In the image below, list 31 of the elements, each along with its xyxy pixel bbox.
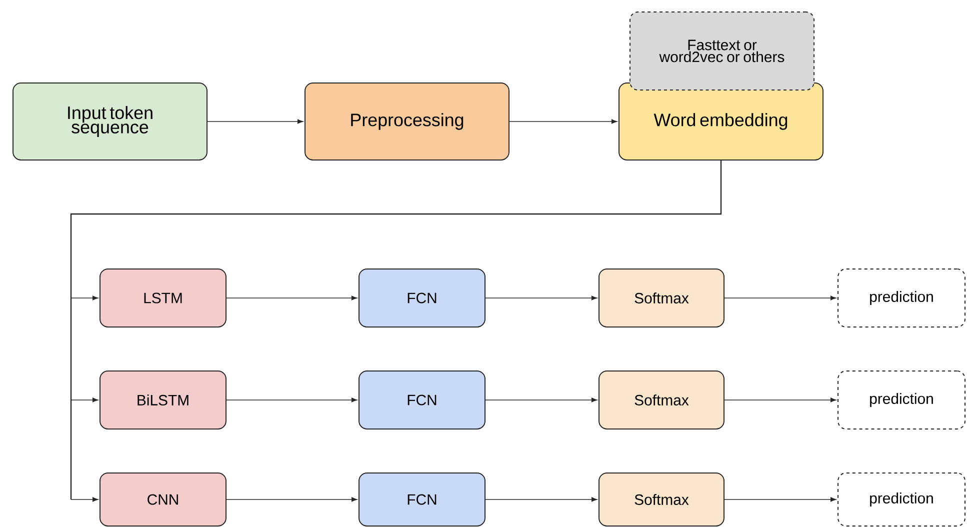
arrow <box>724 497 836 502</box>
process-box: Word embedding <box>618 82 824 160</box>
arrow <box>70 497 98 502</box>
output-box: prediction <box>838 370 966 430</box>
layer-box: Softmax <box>598 268 724 328</box>
arrow <box>509 119 618 124</box>
output-box: prediction <box>838 472 966 526</box>
arrow <box>226 497 358 502</box>
option-box: Fasttext or word2vec or others <box>630 12 814 90</box>
arrow <box>724 296 836 300</box>
layer-box: Softmax <box>598 472 724 526</box>
output-box: prediction <box>838 268 966 328</box>
arrow <box>226 296 358 300</box>
layer-box: Softmax <box>598 370 724 430</box>
model-box: CNN <box>100 472 226 526</box>
arrow <box>485 497 598 502</box>
process-box: Input token sequence <box>12 82 208 160</box>
layer-box: FCN <box>358 370 486 430</box>
arrow <box>485 398 598 402</box>
arrow <box>70 398 98 402</box>
connector-line <box>70 160 722 500</box>
arrow <box>724 398 836 402</box>
arrow <box>226 398 358 402</box>
arrow <box>207 119 304 124</box>
model-box: BiLSTM <box>100 370 226 430</box>
arrow <box>70 296 98 300</box>
layer-box: FCN <box>358 472 486 526</box>
arrow <box>485 296 598 300</box>
process-box: Preprocessing <box>304 82 510 160</box>
model-box: LSTM <box>100 268 226 328</box>
layer-box: FCN <box>358 268 486 328</box>
